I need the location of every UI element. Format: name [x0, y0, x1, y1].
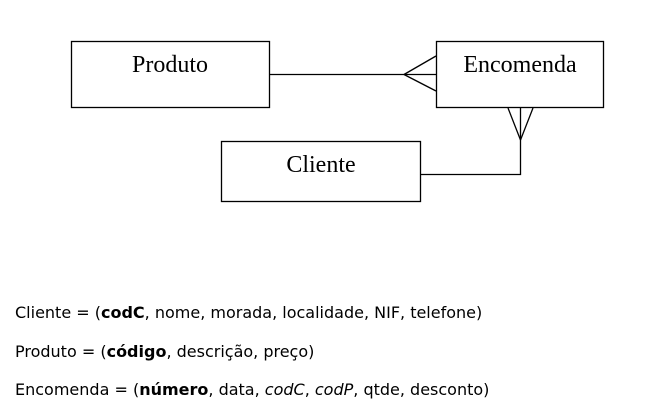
schema-produto: Produto = (código, descrição, preço): [15, 342, 314, 361]
crows-foot-prong-top: [403, 55, 437, 76]
schema-open: = (: [76, 342, 107, 361]
schema-separator: ,: [400, 303, 411, 322]
entity-encomenda-label: Encomenda: [463, 52, 577, 78]
crows-foot-prong-right: [519, 107, 534, 141]
schema-attribute: localidade: [282, 303, 364, 322]
schema-name: Cliente: [15, 303, 72, 322]
schema-attribute: morada: [210, 303, 273, 322]
entity-produto: Produto: [70, 40, 271, 109]
schema-separator: ,: [200, 303, 211, 322]
schema-separator: ,: [399, 380, 411, 399]
entity-produto-label: Produto: [132, 52, 208, 78]
schema-separator: ,: [253, 342, 264, 361]
er-diagram: Produto Encomenda Cliente: [70, 40, 605, 203]
schema-close: ): [476, 303, 483, 322]
entity-encomenda: Encomenda: [435, 40, 605, 109]
schema-close: ): [483, 380, 490, 399]
schema-separator: ,: [353, 380, 364, 399]
schema-separator: ,: [144, 303, 155, 322]
schema-attribute: descrição: [176, 342, 254, 361]
schema-attribute: preço: [263, 342, 309, 361]
schema-attribute: qtde: [363, 380, 400, 399]
crows-foot-prong-left: [507, 107, 522, 141]
schema-separator: ,: [208, 380, 219, 399]
schema-attribute: desconto: [410, 380, 484, 399]
schema-name: Encomenda: [15, 380, 110, 399]
relationship-cliente-encomenda: [421, 107, 534, 176]
schema-separator: ,: [304, 380, 315, 399]
crows-foot-prong-bottom: [403, 73, 437, 92]
schema-name: Produto: [15, 342, 77, 361]
schema-open: = (: [109, 380, 140, 399]
schema-attribute: data: [218, 380, 255, 399]
entity-cliente: Cliente: [220, 140, 422, 203]
primary-key-attribute: número: [139, 380, 209, 399]
schema-cliente: Cliente = (codC, nome, morada, localidad…: [15, 303, 482, 322]
schema-separator: ,: [272, 303, 283, 322]
foreign-key-attribute: codC: [264, 380, 305, 399]
schema-attribute: telefone: [410, 303, 476, 322]
schema-separator: ,: [254, 380, 265, 399]
schema-separator: ,: [166, 342, 177, 361]
primary-key-attribute: codC: [101, 303, 145, 322]
schema-open: = (: [71, 303, 101, 322]
schema-close: ): [308, 342, 315, 361]
schema-encomenda: Encomenda = (número, data, codC, codP, q…: [15, 380, 489, 399]
schema-attribute: NIF: [374, 303, 401, 322]
primary-key-attribute: código: [106, 342, 167, 361]
relationship-produto-encomenda: [270, 55, 437, 92]
schema-attribute: nome: [154, 303, 201, 322]
foreign-key-attribute: codP: [314, 380, 354, 399]
entity-cliente-label: Cliente: [286, 152, 355, 178]
schema-separator: ,: [363, 303, 375, 322]
